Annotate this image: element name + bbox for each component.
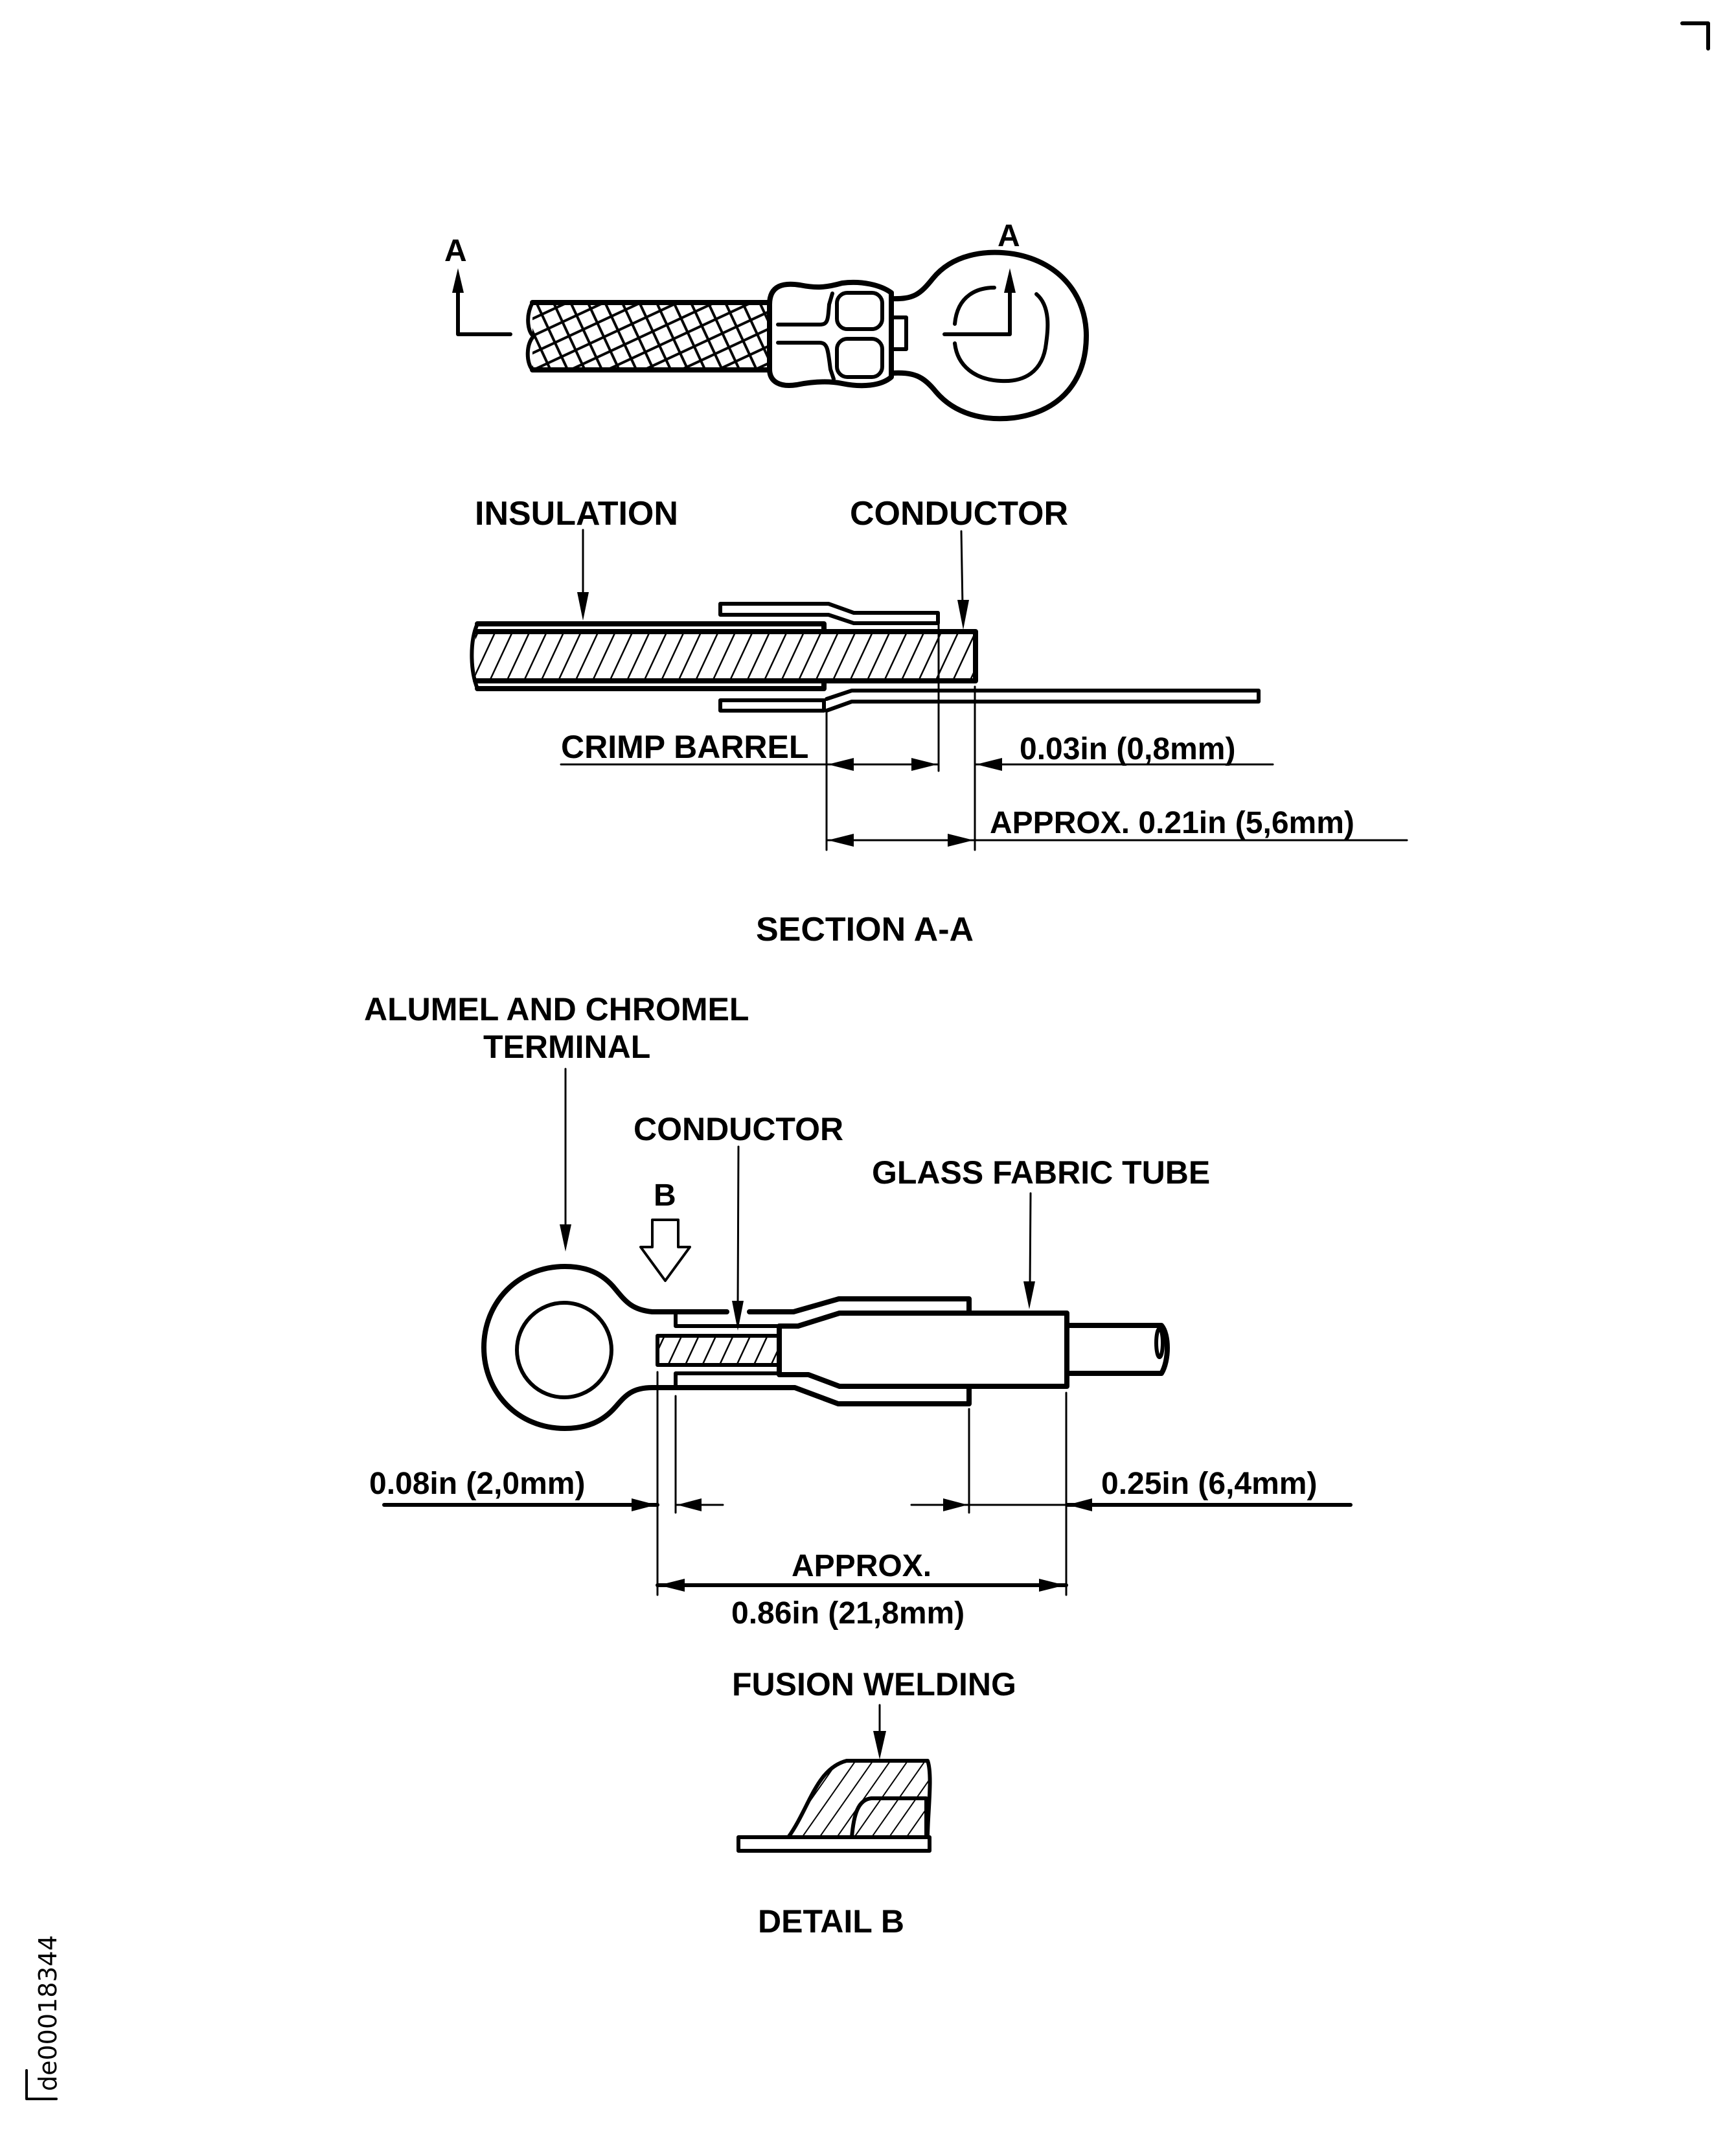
label-fusion-welding: FUSION WELDING [732, 1666, 1016, 1702]
dim-crimp-length [825, 758, 940, 771]
dim-conductor-gap: 0.08in (2,0mm) [369, 1467, 724, 1511]
document-id: de00018344 [34, 1935, 62, 2091]
leader-arrow-weld-icon [873, 1704, 886, 1759]
dim-text-overall-line1: APPROX. [792, 1549, 931, 1583]
wire-out [1064, 1323, 1170, 1376]
conductor-core [475, 632, 976, 681]
corner-mark-top-right [1680, 21, 1710, 51]
dim-text-tube-overlap: 0.25in (6,4mm) [1101, 1467, 1317, 1501]
section-marker-left: A [444, 234, 467, 268]
leader-arrow-conductor-aa-icon [957, 530, 969, 630]
section-marker-right: A [998, 219, 1020, 253]
crimp-barrel-top [767, 279, 908, 389]
label-terminal-line2: TERMINAL [483, 1029, 650, 1065]
dim-text-gap: 0.03in (0,8mm) [1020, 732, 1235, 766]
ring-terminal-top [889, 249, 1089, 422]
leader-arrow-insulation-icon [577, 529, 589, 621]
leader-arrow-conductor-assy-icon [732, 1145, 744, 1331]
ring-terminal-assy [481, 1264, 972, 1431]
label-insulation: INSULATION [475, 495, 678, 532]
dim-tube-overlap: 0.25in (6,4mm) [910, 1467, 1353, 1511]
view-arrow-b-icon [639, 1219, 691, 1282]
conductor-core-assy [657, 1336, 779, 1365]
braided-cable [525, 300, 772, 372]
dim-length-021: APPROX. 0.21in (5,6mm) [825, 806, 1408, 847]
label-glass-fabric-tube: GLASS FABRIC TUBE [872, 1154, 1210, 1191]
label-conductor-aa: CONDUCTOR [850, 495, 1068, 532]
leader-arrow-terminal-icon [560, 1068, 571, 1252]
label-terminal-line1: ALUMEL AND CHROMEL [364, 991, 749, 1027]
section-aa: INSULATION CONDUCTOR CRIMP BARREL [470, 495, 1408, 948]
section-aa-title: SECTION A-A [756, 911, 974, 948]
detail-b-title: DETAIL B [758, 1903, 904, 1940]
section-arrow-left-icon [452, 268, 512, 336]
base-plate [737, 1835, 931, 1853]
assembly-view: ALUMEL AND CHROMEL TERMINAL CONDUCTOR GL… [364, 991, 1353, 1631]
detail-b: FUSION WELDING DETAIL B [732, 1666, 1016, 1940]
dim-text-overall-line2: 0.86in (21,8mm) [731, 1596, 965, 1631]
corner-mark-bottom-left [25, 2069, 58, 2100]
detail-ref-b: B [654, 1178, 676, 1213]
leader-arrow-tube-icon [1023, 1192, 1035, 1309]
dim-overall-length: APPROX. 0.86in (21,8mm) [656, 1549, 1068, 1631]
dim-text-conductor-gap: 0.08in (2,0mm) [369, 1467, 585, 1501]
wire-end [850, 1796, 928, 1839]
dim-gap-003: 0.03in (0,8mm) [974, 732, 1274, 771]
label-conductor-assy: CONDUCTOR [634, 1111, 843, 1147]
label-crimp-barrel: CRIMP BARREL [561, 729, 808, 765]
weld-bead [788, 1761, 930, 1837]
top-view: A A [444, 219, 1089, 422]
dim-text-length: APPROX. 0.21in (5,6mm) [990, 806, 1354, 840]
glass-fabric-tube [777, 1311, 1069, 1389]
